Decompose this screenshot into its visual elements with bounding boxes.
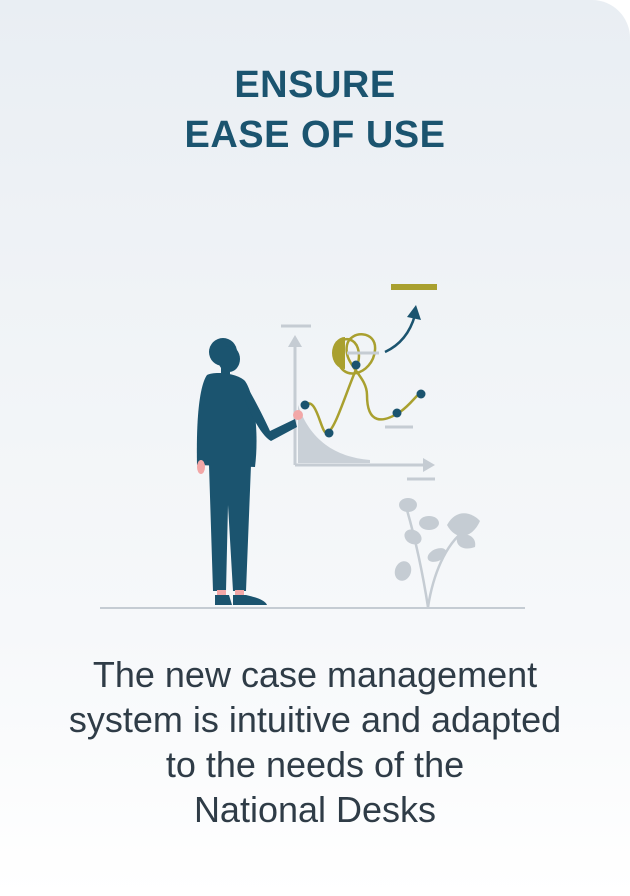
description-line-4: National Desks	[193, 789, 437, 830]
person-presenting-chart-illustration	[100, 284, 525, 609]
chart-axes	[281, 324, 435, 481]
plant-icon	[394, 498, 480, 608]
description-line-1: The new case management	[92, 654, 538, 695]
description-line-3: to the needs of the	[165, 744, 465, 785]
card-description: The new case management system is intuit…	[20, 652, 610, 832]
chart-loop-curve	[304, 333, 421, 435]
title-line-1: ENSURE	[234, 64, 396, 106]
chart-points	[300, 360, 426, 438]
description-line-2: system is intuitive and adapted	[68, 699, 562, 740]
chart-decay-area	[298, 405, 370, 463]
arrow-up-right-icon	[384, 305, 421, 354]
card-title: ENSURE EASE OF USE	[0, 60, 630, 160]
olive-half-circle	[332, 337, 345, 369]
title-line-2: EASE OF USE	[184, 114, 446, 156]
person-figure	[196, 338, 303, 605]
